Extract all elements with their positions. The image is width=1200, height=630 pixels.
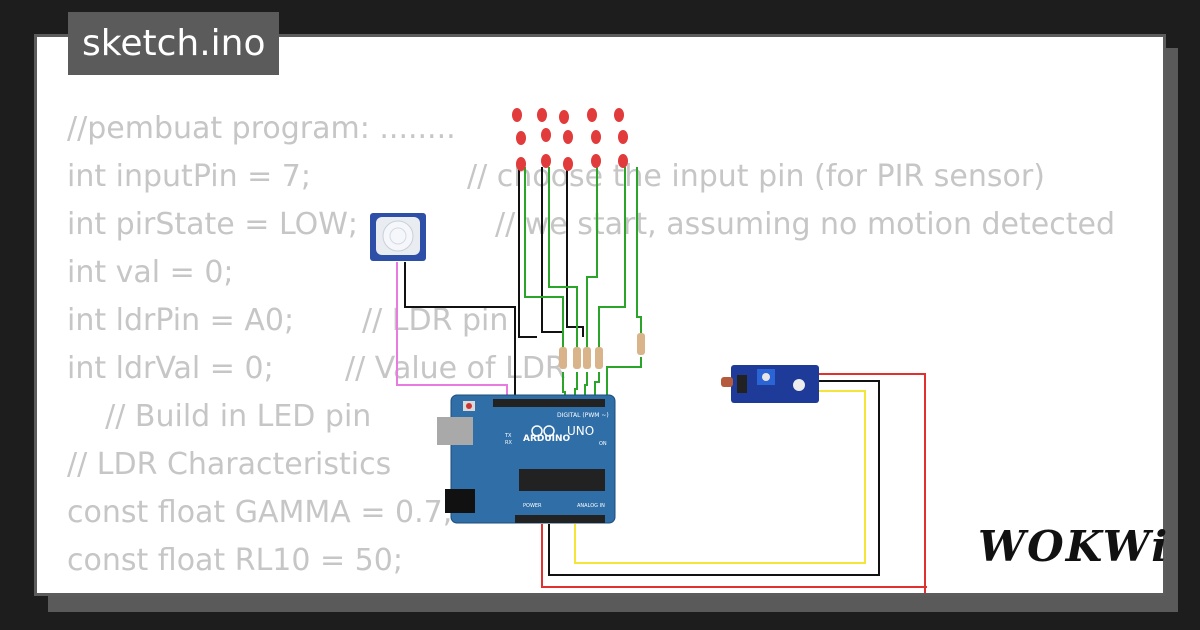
code-statement: const float RL10 = 50;: [67, 543, 403, 578]
code-statement: int ldrPin = A0;: [67, 303, 295, 338]
led-9: [563, 157, 573, 171]
led-1: [512, 108, 522, 122]
code-comment: // we start, assuming no motion detected: [495, 207, 1115, 242]
file-name-tab: sketch.ino: [68, 12, 280, 75]
wire-pir-gnd: [404, 262, 516, 399]
code-statement: int inputPin = 7;: [67, 159, 311, 194]
code-statement: int ldrVal = 0;: [67, 351, 274, 386]
code-line: int pirState = LOW; // we start, assuming…: [67, 201, 1115, 249]
board-analog-label: ANALOG IN: [577, 503, 605, 509]
wire-5v: [541, 524, 927, 588]
code-statement: const float GAMMA = 0.7;: [67, 495, 453, 530]
board-model: UNO: [567, 424, 594, 438]
code-statement: // Build in LED pin: [67, 399, 372, 434]
led-8: [563, 130, 573, 144]
resistor-3: [583, 347, 591, 369]
code-statement: //pembuat program: ........: [67, 111, 456, 146]
led-13: [614, 108, 624, 122]
resistor-1: [559, 347, 567, 369]
led-5: [541, 128, 551, 142]
code-comment: // LDR pin: [362, 303, 509, 338]
resistors: [559, 333, 645, 369]
wire-led-4: [598, 167, 626, 355]
led-2: [516, 131, 526, 145]
arduino-uno[interactable]: ARDUINO UNO DIGITAL (PWM ~) POWER ANALOG…: [437, 394, 616, 524]
board-digital-label: DIGITAL (PWM ~): [557, 412, 609, 419]
arduino-logo-icon: [531, 425, 543, 437]
code-line: // LDR Characteristics: [67, 441, 456, 489]
board-tx-label: TX: [504, 433, 512, 439]
resistor-5: [637, 333, 645, 355]
code-comment: // Value of LDR: [345, 351, 566, 386]
led-6: [541, 154, 551, 168]
code-statement: int pirState = LOW;: [67, 207, 359, 242]
board-on-label: ON: [599, 441, 607, 447]
led-12: [591, 154, 601, 168]
wire-res-3: [584, 372, 588, 399]
led-10: [587, 108, 597, 122]
wire-led-2: [548, 167, 578, 355]
led-11: [591, 130, 601, 144]
wire-led-gnd-2: [541, 167, 562, 333]
resistor-2: [573, 347, 581, 369]
wire-pir-signal: [396, 262, 508, 399]
wire-led-1: [524, 167, 564, 355]
led-15: [618, 154, 628, 168]
code-statement: // LDR Characteristics: [67, 447, 392, 482]
wire-led-gnd-1: [518, 167, 537, 338]
led-7: [559, 110, 569, 124]
wokwi-logo: WOKWi: [978, 522, 1170, 571]
wire-res-4: [594, 372, 600, 399]
wire-led-3: [586, 167, 598, 355]
code-line: // Build in LED pin: [67, 393, 456, 441]
resistor-4: [595, 347, 603, 369]
led-14: [618, 130, 628, 144]
board-rx-label: RX: [505, 440, 512, 446]
wire-res-5: [606, 357, 642, 399]
code-line: const float RL10 = 50;: [67, 537, 456, 585]
board-power-label: POWER: [523, 503, 542, 509]
code-line: int ldrVal = 0; // Value of LDR: [67, 345, 566, 393]
code-line: const float GAMMA = 0.7;: [67, 489, 456, 537]
led-array: [512, 108, 628, 171]
wire-ldr-gnd: [548, 380, 880, 576]
led-4: [537, 108, 547, 122]
code-line: //pembuat program: ........: [67, 105, 456, 153]
circuit-diagram[interactable]: ARDUINO UNO DIGITAL (PWM ~) POWER ANALOG…: [37, 37, 1166, 596]
pir-sensor[interactable]: [370, 213, 426, 261]
led-3: [516, 157, 526, 171]
code-line: int val = 0;: [67, 249, 456, 297]
wire-led-gnd-3: [566, 167, 584, 337]
wire-ldr-ao: [574, 390, 866, 564]
wire-ldr-vcc: [817, 373, 926, 593]
code-statement: int val = 0;: [67, 255, 234, 290]
ldr-module[interactable]: [721, 365, 819, 403]
wire-res-2: [574, 372, 578, 399]
wire-led-5: [636, 167, 642, 337]
project-preview-card[interactable]: //pembuat program: ........ int inputPin …: [34, 34, 1166, 596]
board-brand: ARDUINO: [523, 434, 571, 444]
code-line: int ldrPin = A0; // LDR pin: [67, 297, 508, 345]
code-line: int inputPin = 7;// choose the input pin…: [67, 153, 1045, 201]
code-background: //pembuat program: ........ int inputPin …: [67, 105, 1115, 585]
